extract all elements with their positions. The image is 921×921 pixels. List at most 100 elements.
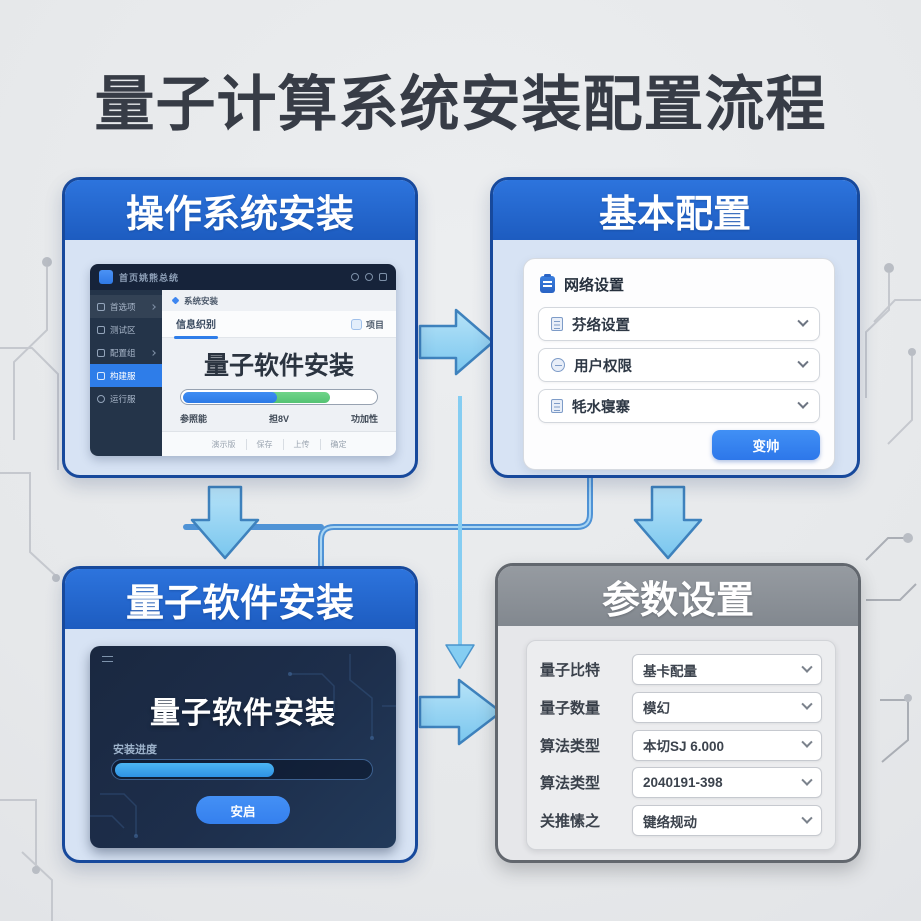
installer-window: 量子软件安装 安装进度 安启 <box>90 646 396 848</box>
footer-link[interactable]: 确定 <box>319 438 357 450</box>
param-label: 关推愫之 <box>540 813 601 830</box>
panel-param-settings: 参数设置 量子比特 基卡配量 量子数量 模幻 算法类型 本切SJ 6.000 <box>495 563 861 863</box>
installer-title: 量子软件安装 <box>150 697 336 730</box>
progress-label: 参照能 <box>180 414 208 424</box>
sidebar-item-icon <box>97 371 105 380</box>
chevron-right-icon <box>150 303 156 310</box>
panel-software-install: 量子软件安装 量子软件安装 安装进度 安启 <box>62 566 418 863</box>
panel-software-header: 量子软件安装 <box>65 569 415 629</box>
config-submit-button[interactable]: 变帅 <box>712 430 820 460</box>
minimize-icon[interactable] <box>351 273 359 281</box>
sidebar-item-1[interactable]: 测试区 <box>90 318 162 341</box>
page-title: 量子计算系统安装配置流程 <box>94 71 827 138</box>
os-install-title: 量子软件安装 <box>203 352 354 380</box>
config-card: 网络设置 芬络设置 用户权限 牦水寝寨 变帅 <box>523 258 835 470</box>
tab-info[interactable]: 信息织别 <box>174 309 218 339</box>
panel-os-install: 操作系统安装 首页姚熊总统 首选项 <box>62 177 418 478</box>
chevron-down-icon <box>797 315 809 327</box>
app-icon <box>99 270 113 284</box>
param-select-key[interactable]: 键络规动 <box>632 805 822 836</box>
installer-action-button[interactable]: 安启 <box>196 796 290 824</box>
footer-link[interactable]: 保存 <box>245 438 283 450</box>
document-icon <box>551 317 563 331</box>
chevron-down-icon <box>797 356 809 368</box>
dropdown-label: 芬络设置 <box>572 317 630 334</box>
sidebar-item-icon <box>97 302 105 311</box>
panel-os-header: 操作系统安装 <box>65 180 415 240</box>
document-icon <box>551 399 563 413</box>
param-select-quantity[interactable]: 模幻 <box>632 691 822 723</box>
dropdown-other[interactable]: 牦水寝寨 <box>538 389 820 423</box>
chevron-down-icon <box>801 736 813 748</box>
chevron-down-icon <box>801 661 813 673</box>
param-value: 键络规动 <box>643 814 697 830</box>
param-label: 量子比特 <box>540 662 601 679</box>
param-row: 算法类型 2040191-398 <box>540 766 822 799</box>
elbow-connector <box>183 474 593 571</box>
os-progress-labels: 参照能 担8V 功加性 <box>180 412 378 425</box>
os-window-toolbar: 系统安装 <box>162 290 396 311</box>
param-row: 关推愫之 键络规动 <box>540 804 822 837</box>
os-window-footer: 演示版 保存 上传 确定 <box>162 431 396 456</box>
project-indicator[interactable]: 项目 <box>350 318 384 331</box>
footer-link[interactable]: 演示版 <box>211 439 236 449</box>
os-window: 首页姚熊总统 首选项 测试区 <box>90 264 396 456</box>
window-controls <box>351 273 387 281</box>
installer-progress-fill <box>115 762 274 777</box>
arrow-right-bottom <box>418 678 503 746</box>
chevron-down-icon <box>797 397 809 409</box>
menu-icon[interactable] <box>102 656 113 662</box>
arrow-down-right <box>633 485 703 560</box>
info-circle-icon <box>551 358 565 372</box>
param-label: 量子数量 <box>540 699 601 717</box>
sidebar-item-label: 首选项 <box>110 301 136 312</box>
panel-params-header: 参数设置 <box>498 566 858 626</box>
clipboard-icon <box>540 274 555 293</box>
panel-basic-config: 基本配置 网络设置 芬络设置 用户权限 牦水寝寨 变帅 <box>490 177 860 478</box>
sidebar-item-label: 运行服 <box>110 393 136 404</box>
param-select-algorithm-2[interactable]: 2040191-398 <box>632 767 822 799</box>
sidebar-item-2[interactable]: 配置组 <box>90 341 162 364</box>
chevron-right-icon <box>150 349 156 356</box>
param-select-qubit[interactable]: 基卡配量 <box>632 654 822 685</box>
os-window-titlebar: 首页姚熊总统 <box>90 264 396 290</box>
os-progress-bar <box>180 389 378 405</box>
param-value: 模幻 <box>643 701 670 717</box>
arrow-right-top <box>418 308 495 376</box>
param-label: 算法类型 <box>540 737 601 755</box>
project-icon <box>350 318 362 330</box>
panel-config-header: 基本配置 <box>493 180 857 240</box>
dropdown-permissions[interactable]: 用户权限 <box>538 348 820 382</box>
os-window-title: 首页姚熊总统 <box>119 272 180 283</box>
sidebar-item-label: 配置组 <box>110 347 136 358</box>
sidebar-item-4[interactable]: 运行服 <box>90 387 162 410</box>
maximize-icon[interactable] <box>365 273 373 281</box>
dropdown-label: 用户权限 <box>574 358 632 375</box>
chevron-down-icon <box>801 698 813 711</box>
footer-link[interactable]: 上传 <box>282 438 320 450</box>
project-label: 项目 <box>365 319 384 330</box>
diamond-icon <box>171 296 180 305</box>
installer-progress-bar <box>111 759 373 780</box>
arrow-down-left <box>190 485 260 560</box>
param-row: 算法类型 本切SJ 6.000 <box>540 729 822 762</box>
os-window-sidebar: 首选项 测试区 配置组 构建服 <box>90 290 162 456</box>
sidebar-item-icon <box>97 325 105 334</box>
sidebar-item-0[interactable]: 首选项 <box>90 295 162 318</box>
config-card-title: 网络设置 <box>564 277 625 294</box>
dropdown-network[interactable]: 芬络设置 <box>538 307 820 341</box>
center-flow-line <box>445 396 475 669</box>
param-value: 2040191-398 <box>643 775 723 791</box>
dropdown-label: 牦水寝寨 <box>572 399 630 416</box>
chevron-down-icon <box>801 774 813 786</box>
params-card: 量子比特 基卡配量 量子数量 模幻 算法类型 本切SJ 6.000 <box>526 640 836 850</box>
sidebar-item-3-active[interactable]: 构建服 <box>90 364 162 387</box>
toolbar-label: 系统安装 <box>184 295 219 306</box>
sidebar-item-label: 测试区 <box>110 324 136 335</box>
close-icon[interactable] <box>379 273 387 281</box>
progress-blue-segment <box>183 391 278 403</box>
installer-circuit-decor <box>90 654 396 838</box>
sidebar-item-label: 构建服 <box>110 370 136 381</box>
param-value: 本切SJ 6.000 <box>643 739 725 754</box>
param-select-algorithm-1[interactable]: 本切SJ 6.000 <box>632 729 822 761</box>
